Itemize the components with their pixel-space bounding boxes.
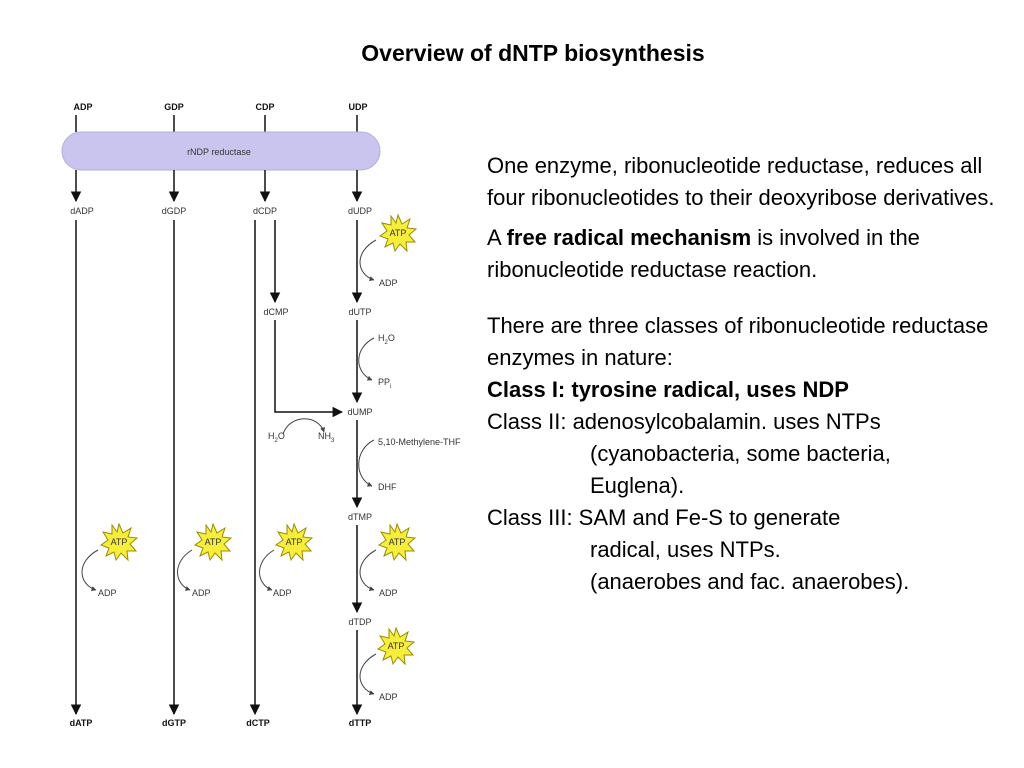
side-reaction-curve xyxy=(359,653,377,695)
side-reaction-curve xyxy=(358,439,375,487)
adp-label: ADP xyxy=(192,588,211,598)
class-3-detail: radical, uses NTPs. xyxy=(590,537,781,562)
cofactor-label: H2O xyxy=(268,431,285,444)
deoxynucleotide-label: dUDP xyxy=(348,206,372,216)
final-product-label: dCTP xyxy=(246,718,270,728)
ribonucleotide-label: CDP xyxy=(255,102,274,112)
atp-label: ATP xyxy=(390,228,407,238)
intermediate-label: dTDP xyxy=(348,617,371,627)
class-3-detail: (anaerobes and fac. anaerobes). xyxy=(590,569,910,594)
adp-label: ADP xyxy=(273,588,292,598)
deoxynucleotide-label: dGDP xyxy=(162,206,187,216)
class-2-detail: Euglena). xyxy=(590,473,685,498)
class-3: Class III: SAM and Fe-S to generate xyxy=(487,505,841,530)
atp-label: ATP xyxy=(205,537,222,547)
cofactor-label: 5,10-Methylene-THF xyxy=(378,437,461,447)
final-product-label: dGTP xyxy=(162,718,186,728)
intermediate-label: dCMP xyxy=(263,307,288,317)
class-2: Class II: adenosylcobalamin. uses NTPs xyxy=(487,409,881,434)
class-1: Class I: tyrosine radical, uses NDP xyxy=(487,377,849,402)
deoxynucleotide-label: dADP xyxy=(70,206,94,216)
explanation-text: One enzyme, ribonucleotide reductase, re… xyxy=(487,150,1017,598)
adp-label: ADP xyxy=(379,278,398,288)
page-title: Overview of dNTP biosynthesis xyxy=(361,40,705,66)
paragraph-enzyme: One enzyme, ribonucleotide reductase, re… xyxy=(487,153,995,210)
side-reaction-curve xyxy=(259,549,275,591)
enzyme-label: rNDP reductase xyxy=(187,147,251,157)
mechanism-suffix: is involved in the ribonucleotide reduct… xyxy=(487,225,920,282)
enzyme-bar xyxy=(61,131,381,171)
final-product-label: dTTP xyxy=(349,718,372,728)
atp-label: ATP xyxy=(111,537,128,547)
cofactor-label: NH3 xyxy=(318,431,335,444)
adp-label: ADP xyxy=(98,588,117,598)
side-reaction-curve xyxy=(359,549,377,591)
class-2-detail: (cyanobacteria, some bacteria, xyxy=(590,441,891,466)
adp-label: ADP xyxy=(379,692,398,702)
ribonucleotide-label: UDP xyxy=(348,102,367,112)
side-reaction-curve xyxy=(359,239,377,281)
intermediate-label: dTMP xyxy=(348,512,372,522)
atp-label: ATP xyxy=(389,537,406,547)
side-reaction-curve xyxy=(358,337,375,381)
intermediate-label: dUMP xyxy=(347,407,372,417)
final-product-label: dATP xyxy=(70,718,93,728)
cofactor-label: DHF xyxy=(378,482,397,492)
side-reaction-curve xyxy=(282,418,325,435)
ribonucleotide-label: GDP xyxy=(164,102,184,112)
ribonucleotide-label: ADP xyxy=(73,102,92,112)
cofactor-label: PPi xyxy=(378,377,391,390)
deoxynucleotide-label: dCDP xyxy=(253,206,277,216)
side-reaction-curve xyxy=(81,549,99,591)
atp-label: ATP xyxy=(388,641,405,651)
intermediate-label: dUTP xyxy=(348,307,371,317)
reaction-arrow xyxy=(274,320,344,418)
paragraph-mechanism: A free radical mechanism is involved in … xyxy=(487,222,1017,286)
adp-label: ADP xyxy=(379,588,398,598)
mechanism-prefix: A xyxy=(487,225,507,250)
atp-label: ATP xyxy=(286,537,303,547)
mechanism-bold: free radical mechanism xyxy=(506,225,752,250)
cofactor-label: H2O xyxy=(378,333,395,346)
paragraph-classes: There are three classes of ribonucleotid… xyxy=(487,313,989,370)
side-reaction-curve xyxy=(177,549,193,591)
